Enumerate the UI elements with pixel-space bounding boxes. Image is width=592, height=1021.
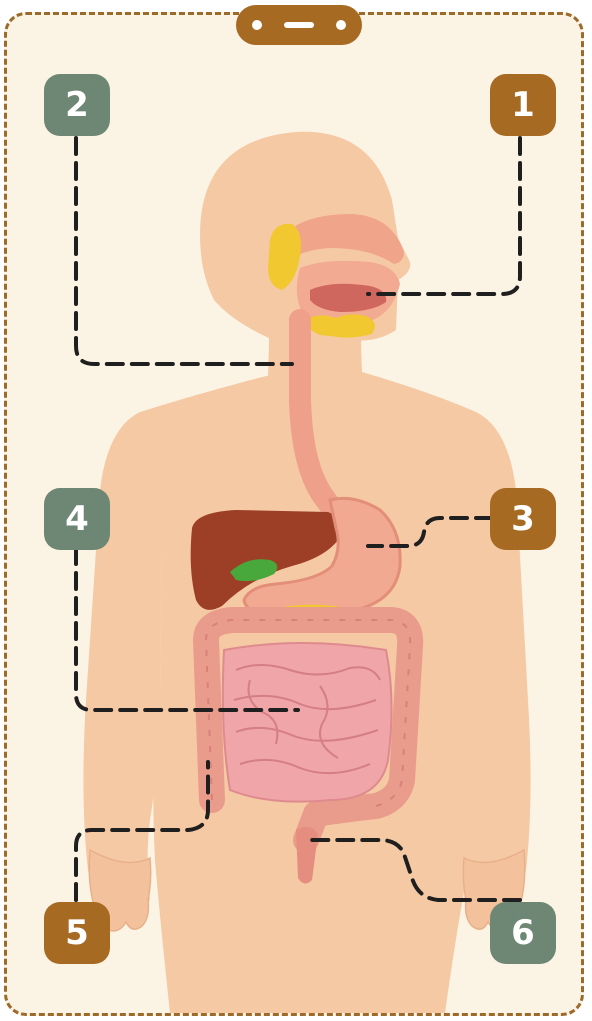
label-number-4: 4: [65, 499, 89, 539]
mouth-and-nasal-cavity: [282, 214, 404, 324]
label-badge-6[interactable]: 6: [490, 902, 556, 964]
label-badge-5[interactable]: 5: [44, 902, 110, 964]
label-badge-1[interactable]: 1: [490, 74, 556, 136]
label-number-2: 2: [65, 85, 89, 125]
label-badge-4[interactable]: 4: [44, 488, 110, 550]
label-number-6: 6: [511, 913, 535, 953]
label-number-5: 5: [65, 913, 89, 953]
label-number-1: 1: [511, 85, 535, 125]
label-number-3: 3: [511, 499, 535, 539]
label-badge-3[interactable]: 3: [490, 488, 556, 550]
label-badge-2[interactable]: 2: [44, 74, 110, 136]
